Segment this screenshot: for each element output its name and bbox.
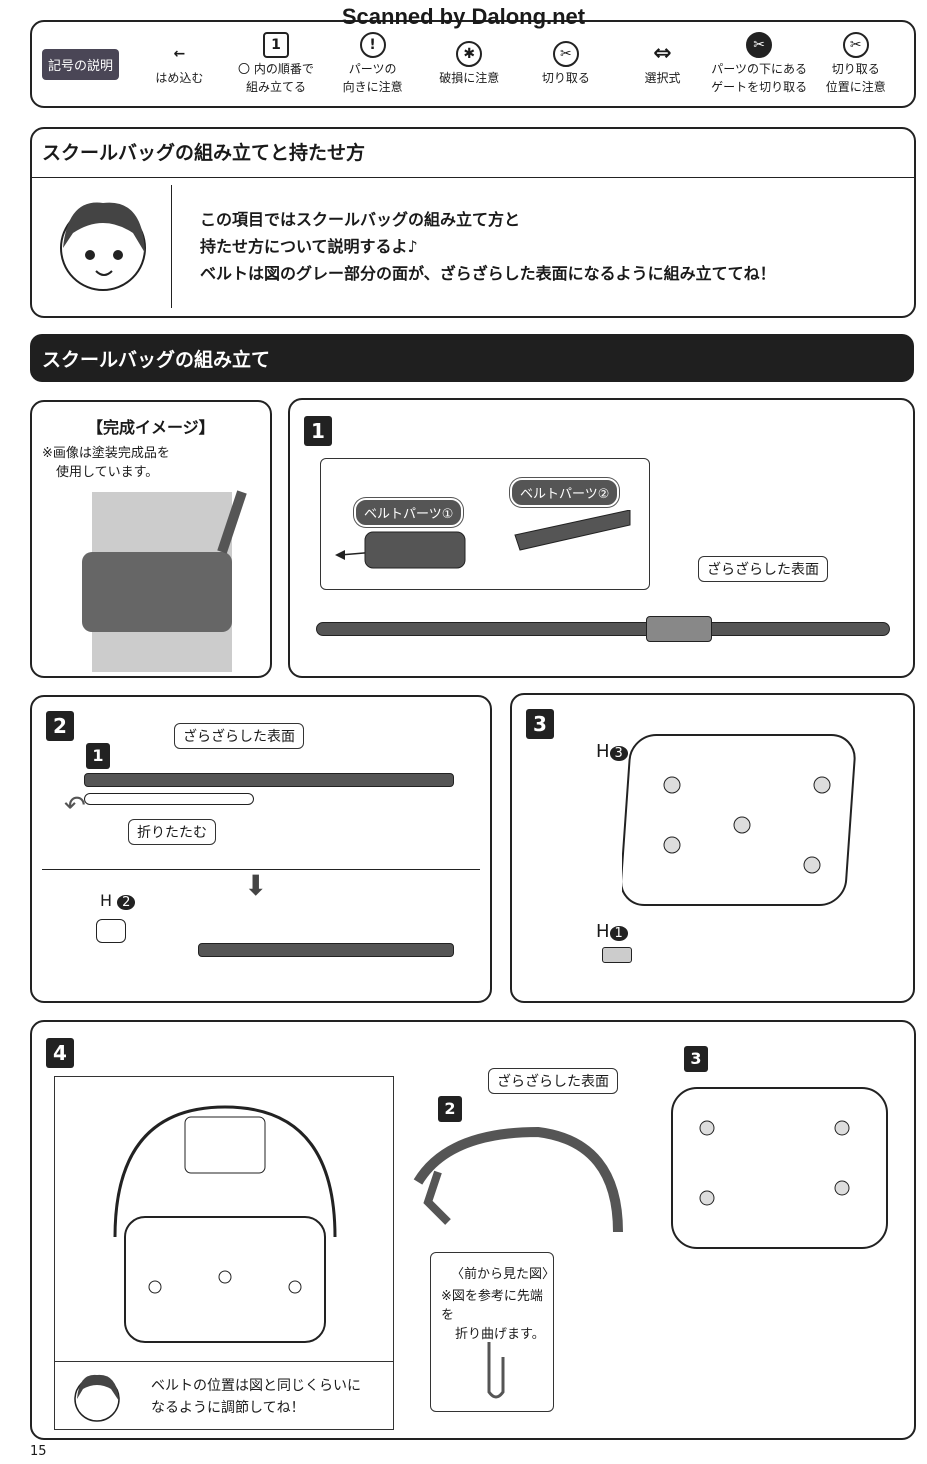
broken-part-icon: ✱ [456,41,483,67]
belt-part-2-label: ベルトパーツ② [510,478,620,507]
fold-arrow-icon: ↶ [64,791,86,821]
belt-fold-end [84,793,254,805]
step-1-panel: 1 ベルトパーツ① ベルトパーツ② ざらざらした表面 [288,398,915,678]
part-number: 3 [609,746,628,761]
note-line: ※画像は塗装完成品を [42,446,170,461]
exclamation-icon: ! [359,32,386,58]
legend-label: パーツの [348,62,397,76]
rough-surface-callout: ざらざらした表面 [174,723,304,749]
sub-step-number: 1 [86,743,110,769]
bag-body-illustration [671,1087,888,1249]
step-number: 4 [46,1038,74,1068]
mascot-illustration [60,202,146,291]
fold-callout: 折りたたむ [128,819,216,845]
symbol-legend: 記号の説明 ← はめ込む 1 〇 内の順番で組み立てる ! パーツの向きに注意 ✱ 破損… [30,20,916,108]
part-number: 1 [609,926,628,941]
step-number: 2 [46,711,74,741]
reference-diagram: ベルトの位置は図と同じくらいになるように調節してね！ [54,1076,394,1430]
part-number: 2 [117,895,136,910]
buckle-part [96,919,126,943]
part-letter: H [596,921,610,942]
legend-label: 切り取る [831,62,880,76]
step-2-panel: 2 ざらざらした表面 1 ↶ 折りたたむ ⬇ H 2 [30,695,492,1003]
legend-item: ! パーツの向きに注意 [324,32,421,96]
legend-tag: 記号の説明 [42,48,120,80]
legend-item: ✂ 切り取る位置に注意 [807,32,904,96]
front-view-title: 〈前から見た図〉 [451,1267,556,1282]
intro-line: 持たせ方について説明するよ♪ [200,237,418,256]
rough-surface-callout: ざらざらした表面 [698,556,828,582]
legend-label: 位置に注意 [825,80,886,94]
note-line: ベルトの位置は図と同じくらいに [151,1378,361,1394]
intro-line: この項目ではスクールバッグの組み立て方と [200,210,521,229]
arrow-left-icon: ← [173,46,186,62]
legend-label: 破損に注意 [439,71,500,85]
step-number: 1 [304,416,332,446]
legend-label: ゲートを切り取る [711,80,808,94]
part-label-h2: H 2 [100,891,136,910]
rough-surface-callout: ざらざらした表面 [488,1068,618,1094]
sub-step-number: 3 [684,1046,708,1072]
complete-note: ※画像は塗装完成品を使用しています。 [42,444,170,482]
section-title: スクールバッグの組み立て [30,334,914,382]
legend-item: 1 〇 内の順番で組み立てる [228,32,325,96]
down-arrow-icon: ⬇ [244,869,268,902]
watermark: Scanned by Dalong.net [341,4,586,29]
bag-with-strap-illustration [113,1105,337,1343]
divider [42,869,480,870]
clip-part [602,947,632,963]
legend-label: 選択式 [644,71,681,85]
intro-panel [30,127,916,318]
cut-position-icon: ✂ [842,32,869,58]
front-view-note: ※図を参考に先端を折り曲げます。 [441,1287,553,1344]
detail-callout [320,458,650,590]
finished-bag-photo [82,490,247,672]
intro-title: スクールバッグの組み立てと持たせ方 [42,142,366,164]
mascot-note: ベルトの位置は図と同じくらいになるように調節してね！ [151,1375,361,1419]
belt-strap [316,622,890,636]
belt-strap [84,773,454,787]
step-4-panel: 4 ベルトの位置は図と同じくらいになるように調節してね！ ざらざらした表面 2 … [30,1020,916,1440]
intro-line: ベルトは図のグレー部分の面が、ざらざらした表面になるように組み立ててね！ [200,264,776,283]
legend-label: 組み立てる [245,80,306,94]
gate-under-part-icon: ✂ [746,32,773,58]
strap-illustration [413,1126,623,1233]
nipper-icon: ✂ [552,41,579,67]
mascot-icon [74,1374,120,1422]
part-letter: H [100,891,113,910]
legend-label: はめ込む [155,71,204,85]
legend-label: パーツの下にある [711,62,807,76]
legend-item: ✂ パーツの下にあるゲートを切り取る [711,32,808,96]
complete-title: 【完成イメージ】 [87,418,215,437]
legend-item: ← はめ込む [131,41,228,87]
folded-tip-illustration [487,1342,505,1399]
step-number: 3 [526,709,554,739]
legend-item: ✱ 破損に注意 [421,41,518,87]
intro-text: この項目ではスクールバッグの組み立て方と 持たせ方について説明するよ♪ ベルトは… [200,206,776,287]
note-line: ※図を参考に先端を [441,1289,543,1323]
note-line: 折り曲げます。 [455,1327,545,1342]
legend-label: 向きに注意 [342,80,403,94]
note-line: なるように調節してね！ [151,1400,305,1416]
double-arrow-icon: ⇔ [653,41,672,66]
part-letter: H [596,741,610,762]
legend-item: ⇔ 選択式 [614,41,711,87]
bag-body-illustration [622,734,856,906]
note-line: 使用しています。 [56,465,159,480]
front-view-callout: 〈前から見た図〉 ※図を参考に先端を折り曲げます。 [430,1252,556,1412]
belt-part-1-label: ベルトパーツ① [354,498,464,527]
hexagon-number-icon: 1 [262,32,289,58]
belt-strap [198,943,454,957]
legend-label: 切り取る [541,71,590,85]
page-number: 15 [30,1444,47,1459]
legend-label: 〇 内の順番で [238,62,314,76]
complete-image-panel: 【完成イメージ】 ※画像は塗装完成品を使用しています。 [30,400,272,678]
legend-item: ✂ 切り取る [518,41,615,87]
sub-step-number: 2 [438,1096,462,1122]
belt-buckle [646,616,712,642]
belt-parts-illustration [335,510,631,569]
